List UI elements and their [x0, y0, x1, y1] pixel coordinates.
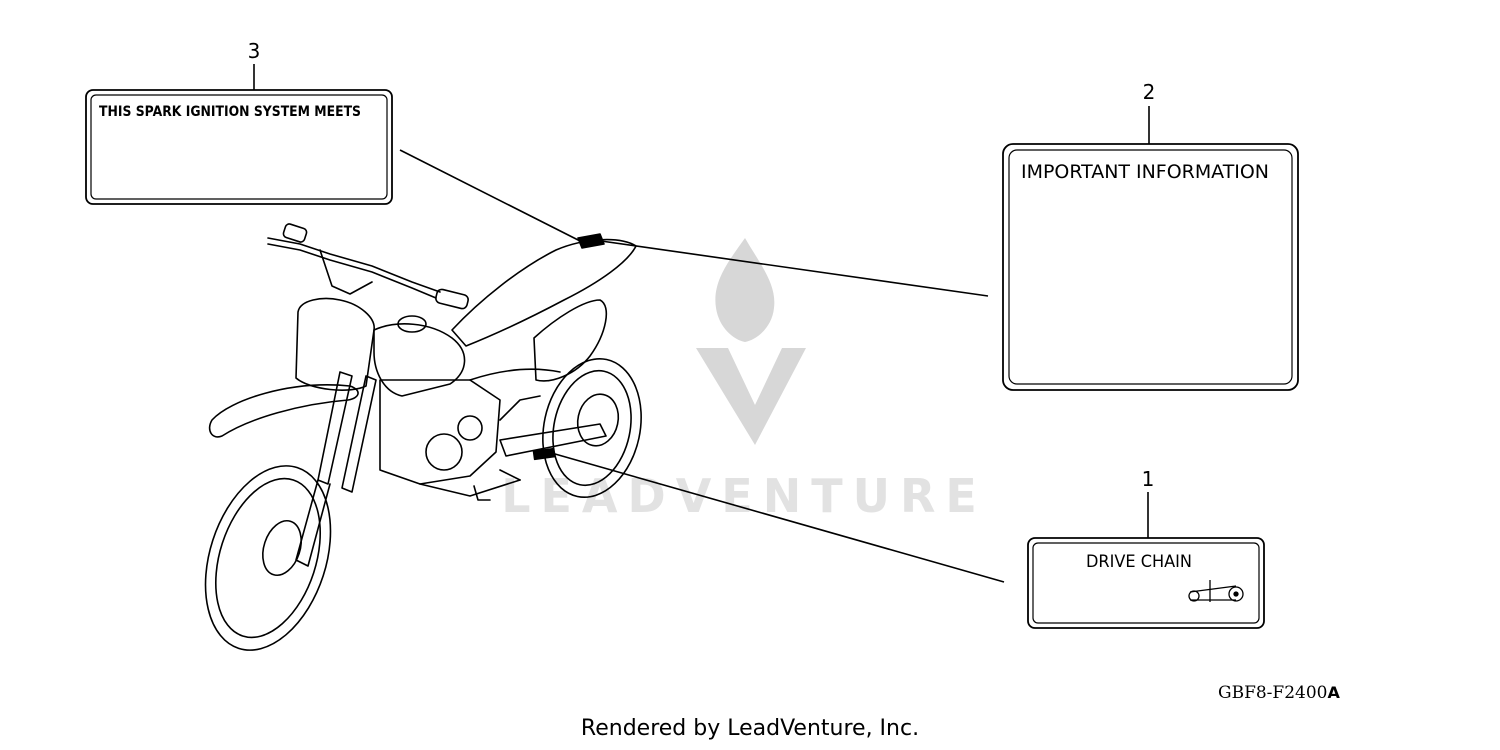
label-inner-border [90, 94, 388, 200]
watermark: LEADVENTURE [501, 238, 987, 523]
callout-number: 2 [1143, 80, 1156, 104]
drawing-code-suffix: A [1327, 683, 1340, 702]
label-3: 3 THIS SPARK IGNITION SYSTEM MEETS [85, 39, 587, 245]
label-inner-border [1032, 542, 1260, 624]
leader-line [593, 239, 989, 297]
flame-icon [715, 238, 775, 342]
drawing-code: GBF8-F2400A [1218, 683, 1340, 703]
drawing-code-number: GBF8-F2400 [1218, 683, 1328, 703]
label-2: 2 IMPORTANT INFORMATION [593, 80, 1299, 391]
chain-icon [1188, 580, 1244, 602]
label-outer-border [85, 89, 393, 205]
label-outer-border [1027, 537, 1265, 629]
label-inner-border [1008, 149, 1293, 385]
label-1: 1 DRIVE CHAIN [547, 451, 1265, 629]
motorcycle-illustration [204, 223, 642, 651]
v-mark-icon [696, 348, 806, 445]
credit-footer: Rendered by LeadVenture, Inc. [580, 716, 920, 741]
label-text: DRIVE CHAIN [1086, 552, 1192, 572]
leader-line [547, 451, 1005, 583]
label-outer-border [1002, 143, 1299, 391]
watermark-text: LEADVENTURE [501, 469, 987, 523]
callout-number: 3 [248, 39, 261, 63]
leader-line [399, 149, 587, 245]
label-text: IMPORTANT INFORMATION [1021, 161, 1269, 183]
callout-number: 1 [1142, 467, 1155, 491]
label-text: THIS SPARK IGNITION SYSTEM MEETS [99, 104, 361, 120]
